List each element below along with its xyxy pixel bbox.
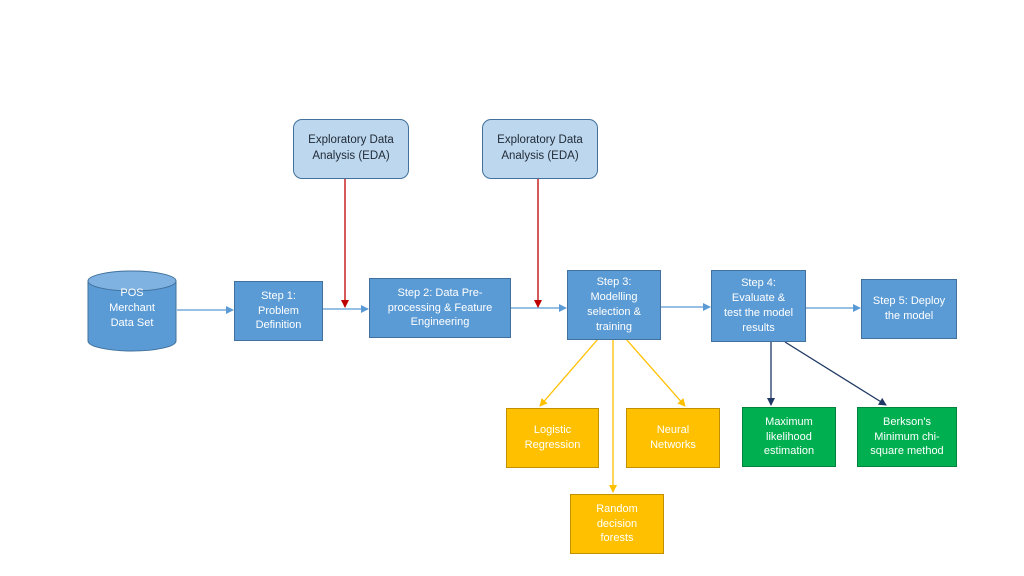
model-neural-networks: Neural Networks bbox=[626, 408, 720, 468]
arrow-step3-to-logistic bbox=[539, 338, 599, 407]
step-3-label: Step 3: Modelling selection & training bbox=[587, 276, 641, 333]
step-4-box: Step 4: Evaluate & test the model result… bbox=[711, 270, 806, 342]
step-5-label: Step 5: Deploy the model bbox=[872, 295, 946, 322]
model-random-decision-forests-label: Random decision forests bbox=[596, 502, 638, 545]
step-1-box: Step 1: Problem Definition bbox=[234, 281, 323, 341]
model-logistic-regression: Logistic Regression bbox=[506, 408, 599, 468]
arrow-step4-to-berkson bbox=[784, 341, 887, 406]
model-neural-networks-label: Neural Networks bbox=[650, 424, 696, 451]
step-5-box: Step 5: Deploy the model bbox=[861, 279, 957, 339]
step-1-label: Step 1: Problem Definition bbox=[255, 289, 302, 332]
eval-berkson-minimum-chi-square-label: Berkson's Minimum chi- square method bbox=[870, 415, 944, 458]
step-2-box: Step 2: Data Pre- processing & Feature E… bbox=[369, 278, 511, 338]
eda-box-2-label: Exploratory Data Analysis (EDA) bbox=[497, 134, 583, 162]
eda-box-1: Exploratory Data Analysis (EDA) bbox=[293, 119, 409, 179]
data-source-label: POS Merchant Data Set bbox=[109, 287, 155, 329]
step-3-box: Step 3: Modelling selection & training bbox=[567, 270, 661, 340]
arrow-step3-to-neural bbox=[625, 338, 686, 407]
step-4-label: Step 4: Evaluate & test the model result… bbox=[723, 277, 794, 334]
eval-maximum-likelihood-label: Maximum likelihood estimation bbox=[763, 415, 815, 458]
model-random-decision-forests: Random decision forests bbox=[570, 494, 664, 554]
eda-box-1-label: Exploratory Data Analysis (EDA) bbox=[308, 134, 394, 162]
eval-berkson-minimum-chi-square: Berkson's Minimum chi- square method bbox=[857, 407, 957, 467]
eval-maximum-likelihood: Maximum likelihood estimation bbox=[742, 407, 836, 467]
eda-box-2: Exploratory Data Analysis (EDA) bbox=[482, 119, 598, 179]
model-logistic-regression-label: Logistic Regression bbox=[524, 424, 581, 451]
step-2-label: Step 2: Data Pre- processing & Feature E… bbox=[387, 286, 493, 329]
data-source-cylinder bbox=[87, 270, 177, 352]
